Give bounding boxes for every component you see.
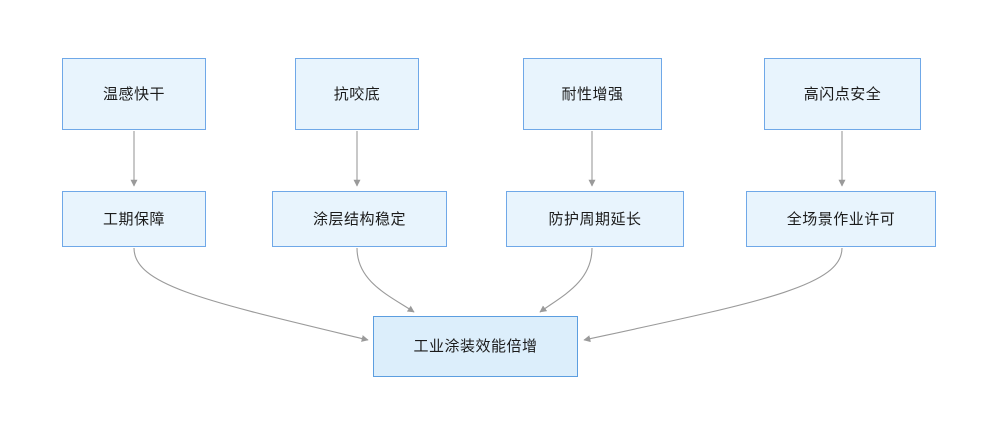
node-label-f4: 高闪点安全: [803, 84, 882, 103]
node-b1[interactable]: 工期保障: [62, 191, 206, 247]
node-f4[interactable]: 高闪点安全: [764, 58, 921, 130]
node-f1[interactable]: 温感快干: [62, 58, 206, 130]
node-label-g1: 工业涂装效能倍增: [413, 337, 538, 355]
edge-b4-to-g1: [583, 247, 843, 343]
node-label-f2: 抗咬底: [333, 84, 381, 103]
node-label-b3: 防护周期延长: [548, 209, 642, 228]
node-label-b1: 工期保障: [102, 209, 165, 228]
node-label-b2: 涂层结构稳定: [312, 209, 406, 228]
node-b4[interactable]: 全场景作业许可: [746, 191, 936, 247]
node-b2[interactable]: 涂层结构稳定: [272, 191, 447, 247]
node-label-b4: 全场景作业许可: [786, 209, 896, 228]
node-f2[interactable]: 抗咬底: [295, 58, 419, 130]
node-g1[interactable]: 工业涂装效能倍增: [373, 316, 578, 377]
node-b3[interactable]: 防护周期延长: [506, 191, 684, 247]
edge-b3-to-g1: [539, 247, 593, 313]
node-label-f1: 温感快干: [102, 84, 165, 103]
edge-b2-to-g1: [356, 247, 415, 313]
edge-b1-to-g1: [133, 247, 369, 342]
node-f3[interactable]: 耐性增强: [523, 58, 662, 130]
node-label-f3: 耐性增强: [561, 84, 624, 103]
